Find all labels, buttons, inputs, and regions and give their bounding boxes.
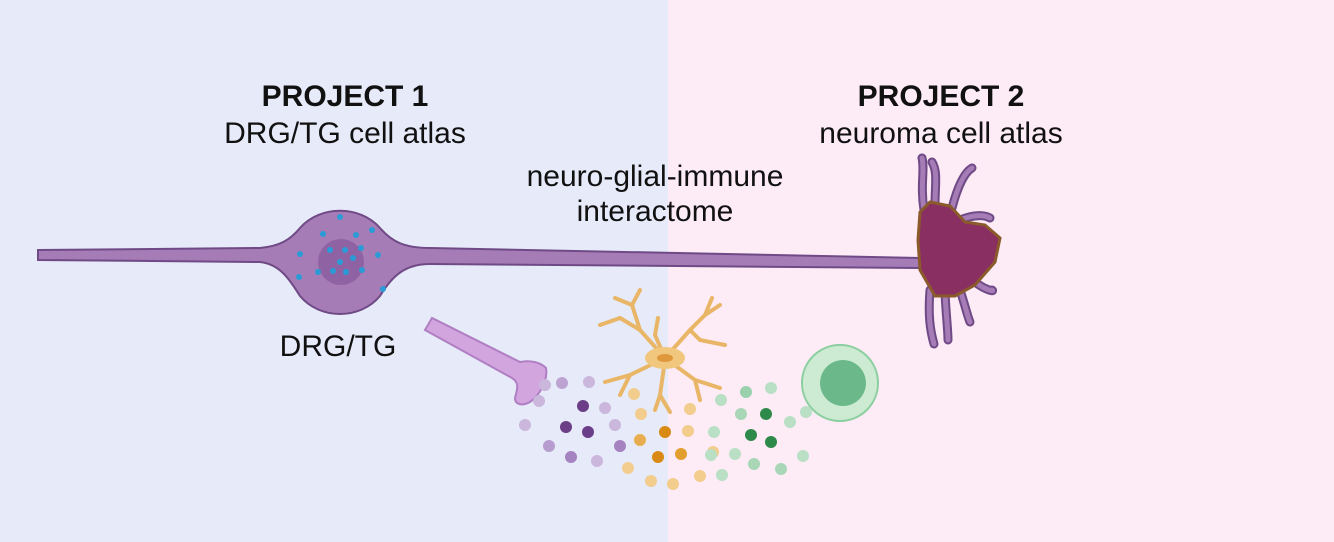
project2-panel: [668, 0, 1334, 542]
green-molecules: [705, 382, 812, 481]
project2-subtitle: neuroma cell atlas: [819, 117, 1063, 150]
interactome-label-line2: interactome: [576, 195, 734, 228]
interactome-label-line1: neuro-glial-immune: [526, 160, 784, 193]
neuroma-processes-fill: [919, 155, 996, 347]
glia-nucleus: [657, 354, 673, 362]
immune-nucleus: [820, 360, 866, 406]
axon-terminal: [423, 316, 548, 406]
axon: [37, 209, 921, 315]
project1-subtitle: DRG/TG cell atlas: [224, 117, 466, 150]
purple-molecules: [519, 376, 626, 467]
project1-title: PROJECT 1: [261, 80, 429, 113]
orange-molecules: [622, 388, 719, 490]
neuroma-body: [916, 200, 1002, 298]
neuron-label: DRG/TG: [279, 330, 397, 363]
vesicle-cluster: [296, 214, 386, 292]
project2-title: PROJECT 2: [857, 80, 1025, 113]
